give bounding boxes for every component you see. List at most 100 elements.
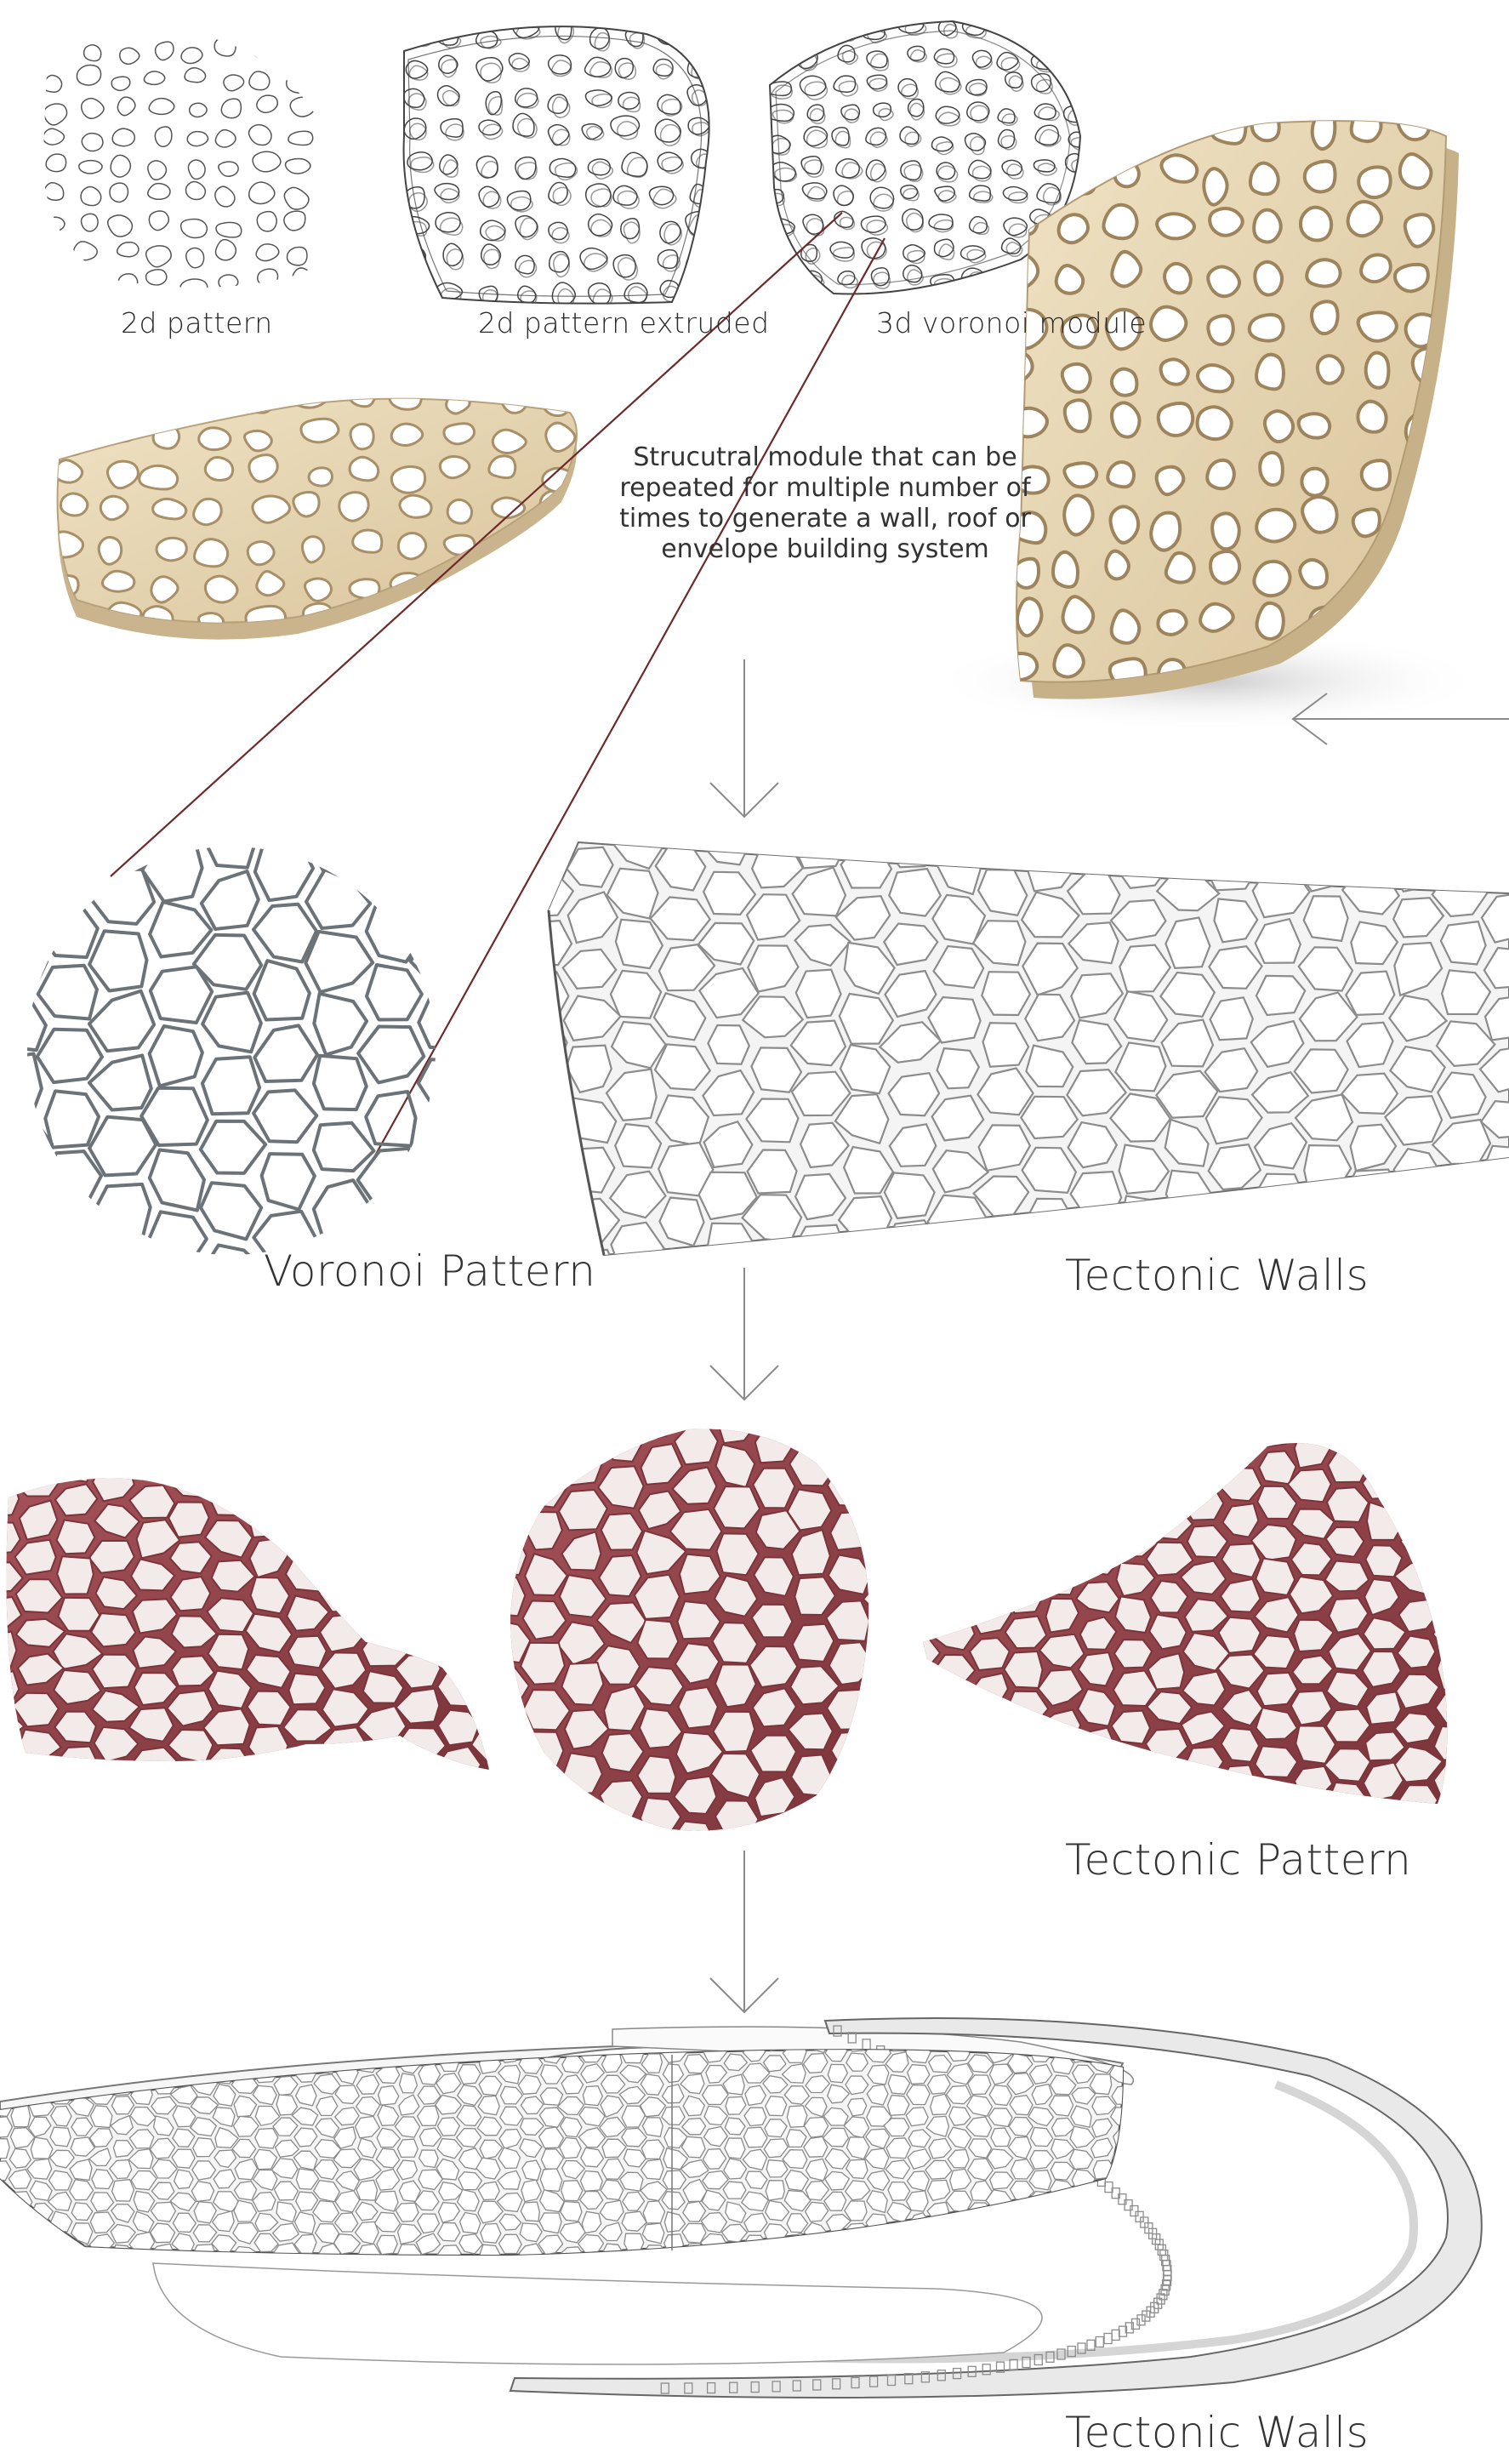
pattern-cell: [258, 269, 278, 286]
pattern-cell: [284, 211, 305, 231]
pattern-cell: [1008, 277, 1024, 293]
voronoi-cell: [411, 932, 476, 991]
pattern-cell: [1068, 132, 1087, 147]
red-cell: [436, 1596, 483, 1630]
building-wall-cell: [886, 2223, 910, 2243]
pattern-cell: [257, 212, 276, 231]
voronoi-cell: [359, 841, 423, 898]
building-wall-cell: [988, 2256, 1010, 2274]
red-cell: [937, 1429, 975, 1464]
voronoi-cell: [470, 843, 531, 894]
red-cell: [0, 1750, 19, 1781]
arrow-down-icon: [710, 1268, 778, 1400]
panel-hole: [1359, 609, 1392, 641]
pattern-cell: [970, 83, 987, 96]
red-cell: [479, 1767, 522, 1799]
pattern-cell: [187, 132, 208, 146]
voronoi-cell: [419, 1059, 472, 1112]
red-cell: [967, 1707, 1010, 1745]
red-cell: [970, 1784, 1007, 1817]
red-cell: [1116, 1413, 1156, 1442]
pattern-cell: [292, 43, 312, 62]
slab-hole: [391, 466, 424, 493]
wall-cell: [516, 818, 569, 865]
slab-hole: [442, 607, 467, 629]
red-cell: [905, 1510, 948, 1551]
red-cell: [285, 1522, 323, 1556]
red-cell: [1148, 1802, 1188, 1838]
pattern-cell: [934, 220, 953, 232]
red-cell: [366, 1521, 407, 1559]
pattern-cell: [935, 186, 954, 201]
pattern-cell: [117, 242, 139, 257]
pattern-cell: [45, 246, 67, 261]
pattern-cell: [1005, 271, 1023, 291]
building-wall-cell: [908, 2255, 930, 2276]
pattern-cell: [867, 51, 887, 68]
pattern-cell: [214, 37, 236, 56]
pattern-cell: [1072, 81, 1090, 96]
pattern-cell: [765, 22, 789, 37]
red-cell: [1397, 1484, 1440, 1520]
curved-wall-cell: [1136, 2211, 1143, 2222]
red-cell: [897, 1748, 940, 1778]
wall-cell: [841, 845, 891, 887]
building-wall-cell: [1133, 2159, 1156, 2177]
pattern-cell: [658, 94, 680, 114]
voronoi-cell: [253, 1090, 316, 1142]
panel-hole: [1300, 560, 1327, 588]
pattern-cell: [624, 222, 640, 243]
building-wall-cell: [132, 2044, 155, 2062]
wall-cell: [1304, 896, 1348, 941]
red-cell: [396, 1466, 441, 1503]
panel-hole: [1166, 553, 1194, 583]
building-wall-cell: [724, 2266, 744, 2284]
red-cell: [1469, 1412, 1509, 1447]
building-wall-cell: [276, 2033, 297, 2050]
red-cell: [483, 1400, 529, 1440]
pattern-cell: [549, 183, 567, 203]
building-wall-cell: [948, 2234, 970, 2255]
red-cell: [898, 1526, 938, 1559]
pattern-cell: [971, 137, 984, 155]
pattern-cell: [999, 20, 1019, 34]
red-cell: [1259, 1783, 1296, 1817]
building-wall-cell: [1151, 2086, 1173, 2104]
panel-hole: [1207, 460, 1234, 488]
panel-hole: [1062, 364, 1090, 392]
building-wall-cell: [28, 2222, 53, 2243]
pattern-cell: [181, 48, 202, 64]
red-cell: [1113, 1486, 1154, 1524]
pattern-cell: [688, 117, 709, 134]
building-wall-cell: [196, 2054, 215, 2073]
panel-hole: [1102, 112, 1131, 145]
red-cell: [434, 1482, 481, 1514]
red-cell: [211, 1784, 253, 1820]
building-wall-cell: [826, 2233, 846, 2253]
building-wall-cell: [988, 2233, 1011, 2255]
building-wall-cell: [1130, 2244, 1154, 2262]
red-cell: [362, 1597, 403, 1631]
building-wall-cell: [71, 2223, 93, 2244]
building-wall-cell: [0, 2267, 11, 2285]
building-wall-cell: [9, 2064, 31, 2083]
slab-hole: [194, 539, 227, 567]
building-wall-cell: [316, 2033, 339, 2051]
voronoi-cell: [201, 1121, 265, 1173]
pattern-cell: [446, 124, 464, 140]
red-cell: [0, 1785, 21, 1820]
red-cell: [441, 1559, 484, 1595]
building-wall-cell: [458, 2065, 481, 2085]
red-cell: [57, 1784, 98, 1820]
panel-hole: [1103, 205, 1136, 238]
wood-slab-module: [48, 381, 580, 640]
pattern-cell: [836, 159, 859, 178]
red-cell: [1041, 1560, 1078, 1595]
voronoi-cell: [0, 1054, 42, 1116]
slab-hole: [199, 428, 231, 450]
building-wall-cell: [400, 2073, 418, 2093]
wall-cell: [654, 1249, 709, 1297]
slab-hole: [293, 493, 319, 516]
red-cell: [14, 1768, 60, 1800]
pattern-cell: [997, 53, 1018, 71]
